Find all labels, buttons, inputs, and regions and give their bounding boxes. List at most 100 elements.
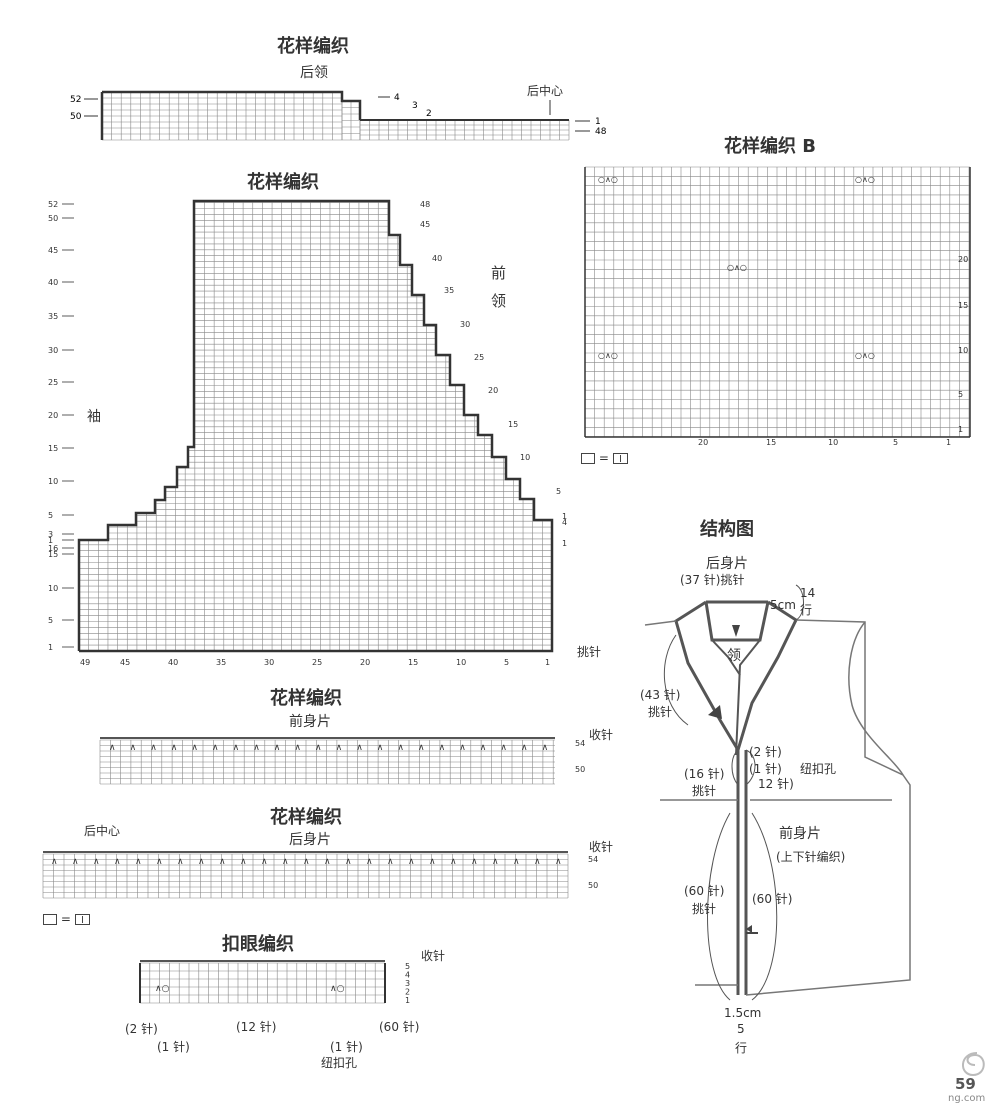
bs-dec-9: ∧ xyxy=(240,857,247,867)
fs-dec-4: ∧ xyxy=(191,743,198,753)
fs-dec-19: ∧ xyxy=(500,743,507,753)
structure-collar: 领 xyxy=(727,648,741,664)
page-number: 59 xyxy=(955,1075,976,1093)
bc-center-label: 后中心 xyxy=(527,84,564,98)
bc-row-48: 48 xyxy=(595,127,607,137)
fs-dec-18: ∧ xyxy=(480,743,487,753)
structure-back-pickup: (37 针)挑针 xyxy=(680,573,745,587)
cb-row-2: 10 xyxy=(958,346,968,355)
main-col-10: 1 xyxy=(545,658,550,667)
bs-dec-20: ∧ xyxy=(471,857,478,867)
bs-dec-23: ∧ xyxy=(534,857,541,867)
main-right-row-8: 10 xyxy=(520,453,530,462)
bh-row-4: 1 xyxy=(405,996,410,1005)
knit-square-icon xyxy=(43,914,57,925)
main-left-row-10: 5 xyxy=(48,511,53,520)
cb-motif-1: ○∧○ xyxy=(598,175,618,184)
fs-dec-12: ∧ xyxy=(356,743,363,753)
main-right-row-2: 40 xyxy=(432,254,442,263)
bs-dec-14: ∧ xyxy=(345,857,352,867)
cb-motif-5: ○∧○ xyxy=(855,351,875,360)
structure-diagram xyxy=(644,584,911,1001)
purl-symbol-icon xyxy=(74,914,90,925)
legend-1: = xyxy=(43,912,90,926)
fs-dec-6: ∧ xyxy=(233,743,240,753)
bs-dec-24: ∧ xyxy=(555,857,562,867)
bs-dec-12: ∧ xyxy=(303,857,310,867)
bs-dec-3: ∧ xyxy=(114,857,121,867)
main-left-row-4: 35 xyxy=(48,312,58,321)
bc-row-52: 52 xyxy=(70,95,81,105)
bs-dec-11: ∧ xyxy=(282,857,289,867)
bs-dec-17: ∧ xyxy=(408,857,415,867)
main-left-row-6: 25 xyxy=(48,378,58,387)
fs-dec-20: ∧ xyxy=(521,743,528,753)
main-right-row-4: 30 xyxy=(460,320,470,329)
bh-hole-1: ∧○ xyxy=(155,984,170,994)
main-left-row-3: 40 xyxy=(48,278,58,287)
cb-col-4: 1 xyxy=(946,438,951,447)
main-left-row-17: 1 xyxy=(48,643,53,652)
structure-1.5cm: 1.5cm xyxy=(724,1006,762,1020)
bs-dec-5: ∧ xyxy=(156,857,163,867)
main-right-row-0: 48 xyxy=(420,200,430,209)
bh-hole-2: ∧○ xyxy=(330,984,345,994)
structure-16-stitches: (16 针) xyxy=(684,767,725,781)
bh-label-60: (60 针) xyxy=(379,1020,420,1034)
back-collar-title: 花样编织 xyxy=(277,36,349,57)
back-strip-title: 花样编织 xyxy=(270,807,342,828)
structure-14-rows: 14 xyxy=(800,586,816,600)
main-left-row-5: 30 xyxy=(48,346,58,355)
back-strip-subtitle: 后身片 xyxy=(289,832,331,848)
structure-1-stitch: (1 针) xyxy=(749,762,782,776)
main-col-6: 20 xyxy=(360,658,370,667)
bc-row-50: 50 xyxy=(70,112,82,122)
structure-back-piece: 后身片 xyxy=(706,556,748,572)
bs-dec-22: ∧ xyxy=(513,857,520,867)
bs-dec-7: ∧ xyxy=(198,857,205,867)
bh-row-1: 4 xyxy=(405,971,410,980)
bh-hole-label: 纽扣孔 xyxy=(321,1056,358,1070)
fs-dec-17: ∧ xyxy=(459,743,466,753)
structure-14-rows-unit: 行 xyxy=(800,603,813,617)
bs-dec-19: ∧ xyxy=(450,857,457,867)
legend-2: = xyxy=(581,451,628,465)
fs-dec-11: ∧ xyxy=(336,743,343,753)
fs-dec-3: ∧ xyxy=(171,743,178,753)
bs-row-54: 54 xyxy=(588,855,598,864)
bs-row-50: 50 xyxy=(588,881,598,890)
front-strip-subtitle: 前身片 xyxy=(289,714,331,730)
bc-row-2: 2 xyxy=(426,109,432,119)
front-strip-bindoff: 收针 xyxy=(589,728,614,742)
bc-row-3: 3 xyxy=(412,101,418,111)
bs-dec-0: ∧ xyxy=(51,857,58,867)
main-col-1: 45 xyxy=(120,658,130,667)
cb-motif-3: ○∧○ xyxy=(727,263,747,272)
bs-dec-16: ∧ xyxy=(387,857,394,867)
main-right-row-7: 15 xyxy=(508,420,518,429)
fs-dec-7: ∧ xyxy=(253,743,260,753)
back-collar-subtitle: 后领 xyxy=(300,65,328,81)
legend-1-eq: = xyxy=(60,912,71,926)
bs-dec-15: ∧ xyxy=(366,857,373,867)
main-right-row-1: 45 xyxy=(420,220,430,229)
bh-row-0: 5 xyxy=(405,962,410,971)
main-left-row-0: 52 xyxy=(48,200,58,209)
main-left-row-1: 50 xyxy=(48,214,58,223)
main-col-5: 25 xyxy=(312,658,322,667)
structure-43-stitches: (43 针) xyxy=(640,688,681,702)
bs-dec-2: ∧ xyxy=(93,857,100,867)
bc-row-4: 4 xyxy=(394,93,400,103)
main-left-row-13: 16 xyxy=(48,544,58,553)
main-left-row-7: 20 xyxy=(48,411,58,420)
structure-5-rows: 5 xyxy=(737,1022,745,1036)
cb-col-1: 15 xyxy=(766,438,776,447)
fs-dec-2: ∧ xyxy=(150,743,157,753)
structure-12-stitches: 12 针) xyxy=(758,777,794,791)
legend-2-eq: = xyxy=(598,451,609,465)
fs-dec-10: ∧ xyxy=(315,743,322,753)
